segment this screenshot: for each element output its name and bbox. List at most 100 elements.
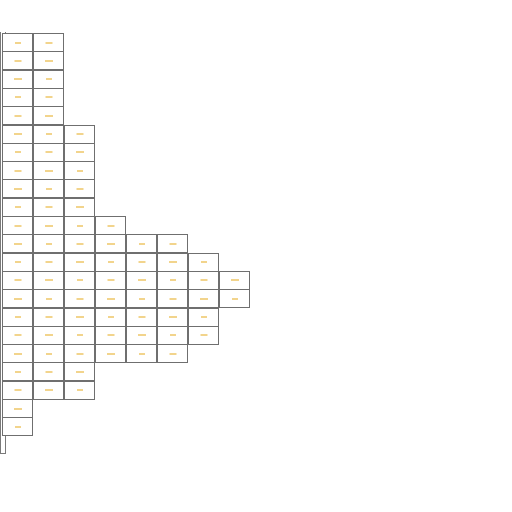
- grid-cell: [64, 362, 95, 382]
- cell-mark: [137, 279, 146, 281]
- grid-cell: [95, 307, 126, 327]
- cell-mark: [76, 389, 83, 391]
- grid-cell: [126, 270, 157, 290]
- cell-mark: [76, 225, 83, 226]
- cell-mark: [138, 316, 145, 318]
- grid-cell: [33, 69, 64, 89]
- grid-cell: [126, 234, 157, 254]
- cell-mark: [44, 115, 53, 117]
- cell-mark: [200, 316, 207, 318]
- cell-mark: [169, 243, 176, 245]
- grid-cell: [126, 252, 157, 272]
- grid-cell: [64, 307, 95, 327]
- grid-cell: [2, 417, 33, 437]
- cell-mark: [44, 389, 53, 391]
- cell-mark: [138, 243, 145, 245]
- grid-cell: [64, 344, 95, 364]
- cell-mark: [169, 334, 176, 336]
- cell-mark: [14, 170, 21, 172]
- cell-mark: [107, 261, 114, 263]
- grid-cell: [2, 216, 33, 235]
- grid-cell: [33, 380, 64, 400]
- cell-mark: [14, 96, 21, 98]
- grid-cell: [33, 270, 64, 290]
- grid-cell: [95, 344, 126, 364]
- cell-mark: [106, 353, 115, 355]
- grid-cell: [95, 234, 126, 254]
- cell-mark: [14, 316, 21, 318]
- cell-mark: [169, 298, 176, 300]
- cell-mark: [45, 151, 52, 153]
- cell-mark: [169, 279, 176, 281]
- cell-mark: [13, 353, 22, 355]
- cell-mark: [138, 298, 145, 300]
- grid-cell: [219, 270, 250, 290]
- grid-cell: [95, 216, 126, 235]
- grid-cell: [2, 252, 33, 272]
- grid-cell: [2, 197, 33, 217]
- cell-mark: [76, 353, 83, 355]
- cell-mark: [45, 96, 52, 98]
- cell-mark: [137, 334, 146, 336]
- grid-cell: [157, 307, 188, 327]
- cell-mark: [45, 243, 52, 245]
- grid-cell: [64, 325, 95, 345]
- grid-cell: [157, 270, 188, 290]
- grid-cell: [64, 234, 95, 254]
- grid-cell: [33, 325, 64, 345]
- cell-mark: [14, 334, 21, 336]
- grid-cell: [157, 252, 188, 272]
- cell-mark: [76, 188, 83, 190]
- grid-cell: [33, 33, 64, 52]
- grid-cell: [33, 344, 64, 364]
- cell-mark: [13, 78, 22, 80]
- cell-mark: [138, 353, 145, 355]
- cell-mark: [107, 279, 114, 281]
- cell-mark: [107, 225, 114, 226]
- grid-cell: [188, 252, 219, 272]
- grid-cell: [2, 69, 33, 89]
- cell-mark: [45, 316, 52, 318]
- grid-cell: [2, 51, 33, 71]
- grid-cell: [126, 325, 157, 345]
- cell-mark: [75, 206, 84, 208]
- cell-mark: [75, 371, 84, 373]
- cell-mark: [76, 334, 83, 336]
- grid-cell: [188, 307, 219, 327]
- cell-mark: [76, 170, 83, 172]
- grid-cell: [157, 234, 188, 254]
- cell-mark: [230, 279, 239, 281]
- grid-cell: [95, 325, 126, 345]
- cell-mark: [45, 353, 52, 355]
- grid-cell: [33, 307, 64, 327]
- grid-cell: [33, 362, 64, 382]
- grid-cell: [2, 307, 33, 327]
- grid-cell: [33, 51, 64, 71]
- grid-cell: [64, 252, 95, 272]
- grid-cell: [33, 252, 64, 272]
- grid-cell: [2, 289, 33, 309]
- cell-mark: [45, 206, 52, 208]
- grid-cell: [188, 289, 219, 309]
- cell-mark: [107, 316, 114, 318]
- grid-cell: [64, 289, 95, 309]
- cell-mark: [106, 243, 115, 245]
- cell-mark: [138, 261, 145, 263]
- cell-mark: [13, 133, 22, 135]
- cell-mark: [75, 261, 84, 263]
- cell-mark: [168, 261, 177, 263]
- grid-cell: [188, 270, 219, 290]
- cell-mark: [13, 243, 22, 245]
- grid-cell: [157, 289, 188, 309]
- grid-cell: [64, 197, 95, 217]
- grid-cell: [2, 325, 33, 345]
- grid-cell: [33, 142, 64, 162]
- cell-mark: [76, 243, 83, 245]
- cell-mark: [45, 188, 52, 190]
- grid-cell: [2, 234, 33, 254]
- grid-cell: [64, 179, 95, 199]
- cell-mark: [168, 316, 177, 318]
- grid-cell: [64, 161, 95, 181]
- cell-mark: [14, 115, 21, 117]
